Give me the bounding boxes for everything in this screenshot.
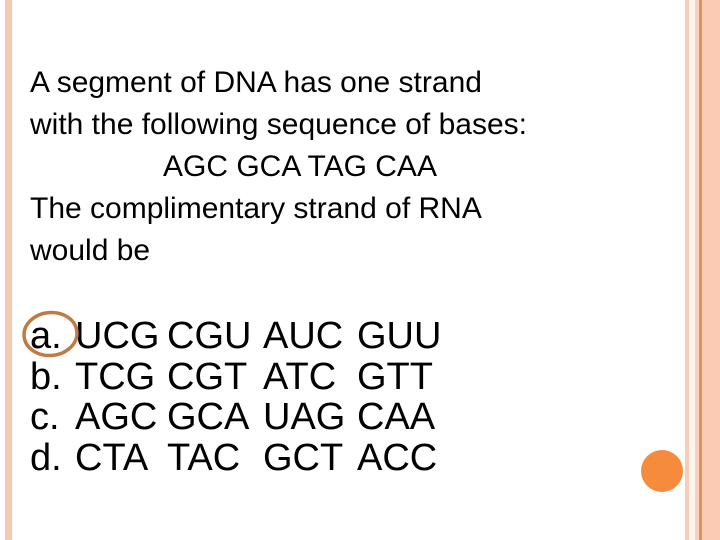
- codon: ATC: [263, 355, 337, 398]
- right-border-stripe-gap: [689, 0, 695, 540]
- codon: CGU: [167, 315, 252, 357]
- orange-dot-shape: [641, 450, 683, 492]
- codon: TCG: [75, 355, 156, 398]
- option-label: c.: [30, 396, 60, 438]
- answer-options: a. UCG CGU AUC GUU b. TCG CGT ATC GTT c.…: [30, 316, 441, 478]
- codon: CGT: [167, 355, 248, 398]
- codon: GUU: [357, 315, 442, 357]
- answer-option-a: a. UCG CGU AUC GUU: [30, 316, 441, 357]
- orange-dot-icon: [641, 450, 683, 492]
- option-label: a.: [30, 315, 62, 357]
- codon: TAC: [167, 436, 241, 479]
- codon: CTA: [75, 436, 149, 479]
- answer-option-b: b. TCG CGT ATC GTT: [30, 355, 441, 398]
- codon: UCG: [75, 315, 160, 357]
- right-border-accent-line: [699, 0, 702, 540]
- codon: UAG: [263, 396, 346, 438]
- codon: GTT: [357, 355, 433, 398]
- codon: AGC: [75, 396, 158, 438]
- question-line: with the following sequence of bases:: [30, 108, 527, 141]
- question-line: The complimentary strand of RNA: [30, 192, 482, 225]
- codon: GCA: [167, 396, 250, 438]
- codon: AUC: [263, 315, 344, 357]
- left-border-stripe: [5, 0, 12, 540]
- codon: ACC: [357, 436, 438, 479]
- right-border-stripe-inner: [695, 0, 699, 540]
- right-border-field: [702, 0, 720, 540]
- answer-option-c: c. AGC GCA UAG CAA: [30, 397, 441, 438]
- codon: CAA: [357, 396, 436, 438]
- option-label: d.: [30, 436, 62, 479]
- question-line: A segment of DNA has one strand: [30, 66, 482, 99]
- answer-option-d: d. CTA TAC GCT ACC: [30, 436, 441, 479]
- codon: GCT: [263, 436, 344, 479]
- option-label: b.: [30, 355, 62, 398]
- question-text: A segment of DNA has one strand with the…: [30, 62, 650, 272]
- right-border-stripe-outer: [685, 0, 689, 540]
- dna-sequence-line: AGC GCA TAG CAA: [163, 150, 437, 183]
- question-line: would be: [30, 234, 151, 267]
